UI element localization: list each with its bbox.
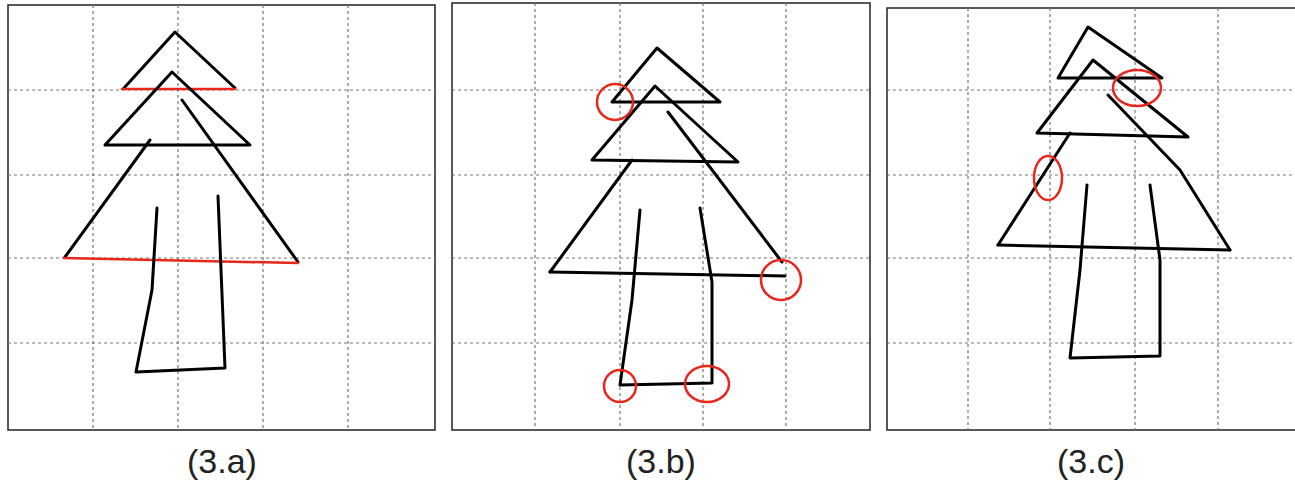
panel-caption: (3.b) — [626, 443, 696, 480]
panel-caption: (3.a) — [187, 443, 257, 480]
panel-c — [887, 8, 1295, 430]
panel-caption: (3.c) — [1057, 443, 1125, 480]
panel-b — [452, 3, 870, 430]
panel-a — [8, 5, 435, 430]
